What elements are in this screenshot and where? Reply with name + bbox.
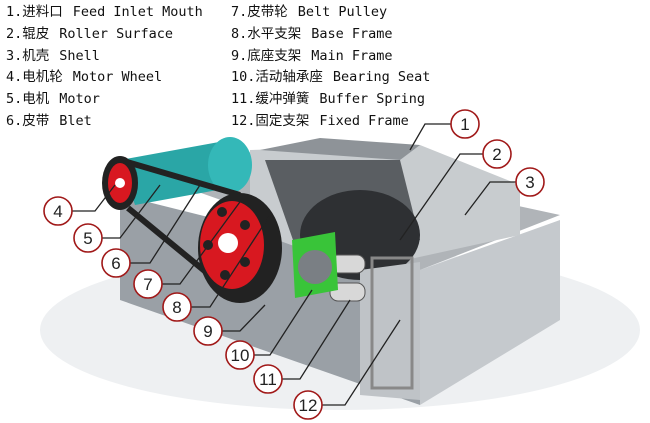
legend-number: 12. — [231, 113, 256, 129]
legend-en: Fixed Frame — [319, 113, 409, 129]
callout-number: 12 — [299, 396, 318, 415]
legend-item: 8.水平支架 Base Frame — [231, 24, 393, 46]
legend-number: 10. — [231, 69, 256, 86]
legend-en: Roller Surface — [59, 25, 174, 42]
callout-4: 4 — [43, 196, 73, 226]
legend-number: 3. — [6, 47, 23, 64]
legend-item: 6.皮带 Blet — [6, 111, 92, 133]
legend-number: 1. — [6, 4, 23, 20]
leader-lines — [72, 123, 516, 406]
fixed-frame-bars — [370, 256, 414, 390]
legend-number: 7. — [231, 4, 248, 20]
callout-3: 3 — [515, 167, 545, 197]
legend-item: 7.皮带轮 Belt Pulley — [231, 2, 387, 24]
buffer-spring — [329, 254, 366, 302]
callout-number: 6 — [111, 254, 120, 273]
feed-inlet — [260, 138, 420, 160]
callout-number: 3 — [525, 173, 534, 192]
callout-number: 7 — [143, 275, 152, 294]
legend-zh: 底座支架 — [247, 47, 302, 64]
legend-item: 10.活动轴承座 Bearing Seat — [231, 67, 430, 89]
callout-number: 11 — [259, 370, 277, 389]
callout-number: 2 — [492, 145, 501, 164]
legend-zh: 辊皮 — [22, 25, 50, 42]
legend-number: 8. — [231, 25, 248, 42]
callout-7: 7 — [133, 269, 163, 299]
callout-10: 10 — [225, 340, 255, 370]
callout-6: 6 — [101, 248, 131, 278]
callout-number: 4 — [53, 202, 62, 221]
legend-zh: 活动轴承座 — [255, 69, 323, 86]
legend-en: Bearing Seat — [332, 69, 431, 86]
legend-number: 5. — [6, 91, 23, 108]
legend-number: 9. — [231, 47, 248, 64]
callout-number: 9 — [203, 322, 212, 341]
legend-item: 4.电机轮 Motor Wheel — [6, 67, 162, 89]
callout-9: 9 — [193, 316, 223, 346]
legend-zh: 水平支架 — [247, 25, 302, 42]
fixed-frame-side — [420, 220, 560, 405]
legend-number: 2. — [6, 25, 23, 42]
legend-item: 9.底座支架 Main Frame — [231, 46, 393, 68]
legend-number: 6. — [6, 113, 23, 129]
legend-en: Shell — [59, 47, 100, 64]
callout-12: 12 — [293, 390, 323, 420]
legend-zh: 固定支架 — [255, 113, 310, 129]
callout-number: 5 — [83, 229, 92, 248]
legend-item: 12.固定支架 Fixed Frame — [231, 111, 409, 133]
callout-11: 11 — [253, 364, 283, 394]
legend-en: Motor Wheel — [72, 69, 163, 86]
callout-number: 1 — [460, 115, 469, 134]
main-frame — [120, 195, 420, 405]
legend-item: 2.辊皮 Roller Surface — [6, 24, 173, 46]
legend-number: 4. — [6, 69, 23, 86]
legend-en: Feed Inlet Mouth — [72, 4, 203, 20]
legend-en: Buffer Spring — [319, 91, 426, 108]
callout-number: 10 — [231, 346, 250, 365]
legend-zh: 电机轮 — [22, 69, 63, 86]
legend-zh: 皮带 — [22, 113, 50, 129]
legend-en: Main Frame — [311, 47, 393, 64]
motor-wheel — [102, 156, 138, 210]
fixed-frame-front — [360, 262, 420, 400]
legend-zh: 缓冲弹簧 — [255, 91, 310, 108]
callout-1: 1 — [450, 109, 480, 139]
legend-zh: 皮带轮 — [247, 4, 288, 20]
callout-2: 2 — [482, 139, 512, 169]
legend-item: 5.电机 Motor — [6, 89, 100, 111]
legend-en: Belt Pulley — [297, 4, 388, 20]
callout-5: 5 — [73, 223, 103, 253]
callout-number: 8 — [172, 298, 181, 317]
legend-zh: 电机 — [22, 91, 50, 108]
bearing-cap — [298, 250, 332, 284]
callout-8: 8 — [162, 292, 192, 322]
legend-item: 1.进料口 Feed Inlet Mouth — [6, 2, 203, 24]
legend-en: Blet — [59, 113, 92, 129]
legend-zh: 机壳 — [22, 47, 50, 64]
legend-en: Base Frame — [311, 25, 393, 42]
legend-item: 3.机壳 Shell — [6, 46, 100, 68]
legend-item: 11.缓冲弹簧 Buffer Spring — [231, 89, 425, 111]
belt-pulley — [198, 193, 282, 303]
legend-number: 11. — [231, 91, 256, 108]
legend-zh: 进料口 — [22, 4, 63, 20]
legend-en: Motor — [59, 91, 100, 108]
